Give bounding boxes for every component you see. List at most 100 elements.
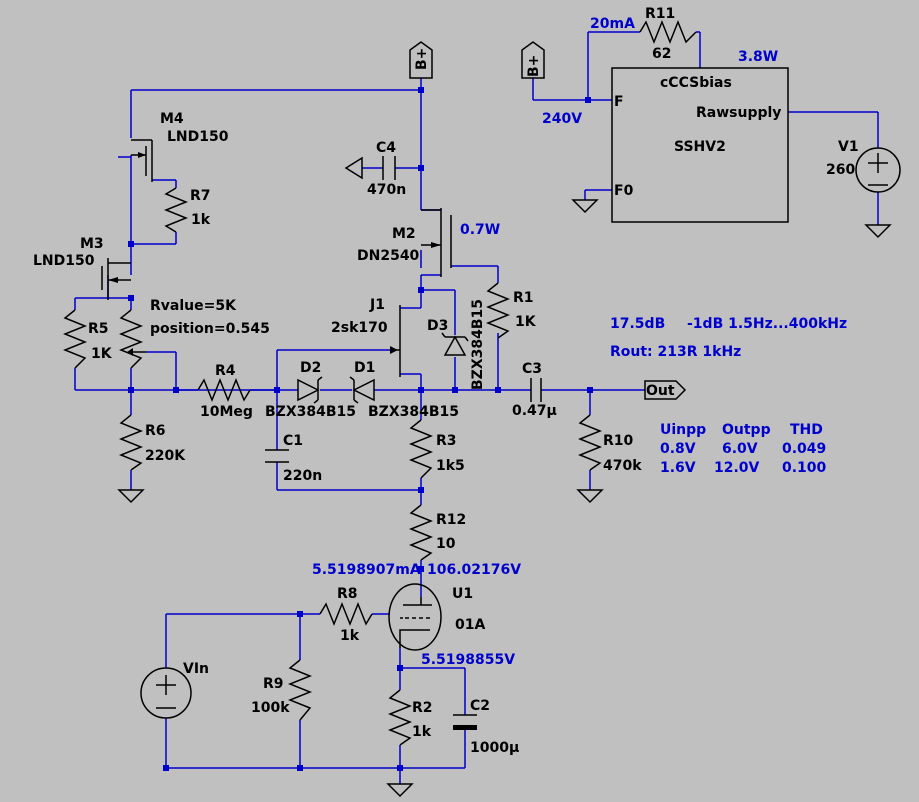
capacitor-c1 <box>265 449 289 463</box>
c2-value: 1000µ <box>470 740 519 756</box>
voltage-source-vin <box>140 667 192 719</box>
thd-row1-thd: 0.049 <box>782 441 826 457</box>
d3-type: BZX384B15 <box>470 299 486 390</box>
power-3-8w: 3.8W <box>738 49 778 65</box>
resistor-r12 <box>408 504 434 561</box>
thd-header-uinpp: Uinpp <box>660 422 706 438</box>
pot-rvalue: Rvalue=5K <box>150 298 237 314</box>
bplus-port-right: B+ <box>521 41 545 79</box>
pot-position: position=0.545 <box>150 321 270 337</box>
m2-name: M2 <box>392 226 416 242</box>
d2-name: D2 <box>300 360 321 376</box>
resistor-r4 <box>197 377 251 403</box>
thd-header-thd: THD <box>790 422 823 438</box>
mosfet-m2 <box>421 208 452 277</box>
r4-name: R4 <box>215 363 236 379</box>
zener-d3 <box>441 332 469 356</box>
triode-u1 <box>388 583 442 651</box>
r6-name: R6 <box>145 423 166 439</box>
r2-value: 1k <box>412 724 432 740</box>
r10-name: R10 <box>603 433 634 449</box>
d1-type: BZX384B15 <box>368 404 459 420</box>
resistor-r5 <box>62 309 88 369</box>
r7-value: 1k <box>191 212 211 228</box>
v1-value: 260 <box>826 162 855 178</box>
r1-name: R1 <box>513 290 534 306</box>
j1-type: 2sk170 <box>331 320 388 336</box>
u1-name: U1 <box>452 586 473 602</box>
c1-value: 220n <box>283 468 322 484</box>
r8-value: 1k <box>340 628 360 644</box>
c3-name: C3 <box>522 361 542 377</box>
r3-value: 1k5 <box>436 458 465 474</box>
r12-name: R12 <box>436 512 466 528</box>
m4-name: M4 <box>160 111 184 127</box>
m2-type: DN2540 <box>357 248 420 264</box>
sshv-top-label: cCCSbias <box>660 75 732 91</box>
current-20ma: 20mA <box>590 16 635 32</box>
r9-value: 100k <box>251 700 290 716</box>
mosfet-m4 <box>131 139 153 182</box>
r1-value: 1K <box>515 314 537 330</box>
r10-value: 470k <box>603 458 642 474</box>
r11-value: 62 <box>652 46 671 62</box>
resistor-r10 <box>577 414 603 471</box>
sshv-pin-f0: F0 <box>614 183 634 199</box>
gain-text: 17.5dB <box>610 316 665 332</box>
m2-power: 0.7W <box>460 222 500 238</box>
resistor-r1 <box>485 282 511 339</box>
voltage-source-v1 <box>855 147 901 193</box>
r5-value: 1K <box>91 346 113 362</box>
thd-row1-outpp: 6.0V <box>722 441 758 457</box>
r7-name: R7 <box>190 188 211 204</box>
out-port-label: Out <box>646 383 675 399</box>
d2-type: BZX384B15 <box>265 404 356 420</box>
zener-d2 <box>297 376 323 404</box>
r6-value: 220K <box>145 448 186 464</box>
thd-row2-thd: 0.100 <box>782 460 827 476</box>
r11-name: R11 <box>645 6 675 22</box>
mosfet-m3 <box>101 258 131 300</box>
resistor-r7 <box>163 187 189 233</box>
bplus-right-label: B+ <box>526 55 542 77</box>
capacitor-c4 <box>344 156 396 180</box>
resistor-r2 <box>387 689 413 746</box>
resistor-r3 <box>408 419 434 479</box>
r3-name: R3 <box>436 433 457 449</box>
tube-current: 5.5198907mA <box>312 562 421 578</box>
j1-name: J1 <box>369 297 385 313</box>
capacitor-c2 <box>453 714 477 730</box>
c2-name: C2 <box>470 698 490 714</box>
out-port: Out <box>644 380 687 400</box>
bandwidth-text: -1dB 1.5Hz...400kHz <box>687 316 847 332</box>
voltage-240v: 240V <box>542 111 582 127</box>
r9-name: R9 <box>263 676 284 692</box>
c4-name: C4 <box>376 140 396 156</box>
r4-value: 10Meg <box>200 404 253 420</box>
zener-d1 <box>349 376 375 404</box>
u1-type: 01A <box>455 617 485 633</box>
thd-row1-uinpp: 0.8V <box>660 441 696 457</box>
c4-value: 470n <box>367 182 406 198</box>
resistor-r11 <box>639 19 697 45</box>
thd-header-outpp: Outpp <box>722 422 771 438</box>
m4-type: LND150 <box>167 129 229 145</box>
sshv2-block <box>611 67 789 223</box>
capacitor-c3 <box>530 378 542 402</box>
r5-name: R5 <box>88 321 109 337</box>
potentiometer <box>118 309 146 369</box>
thd-row2-uinpp: 1.6V <box>660 460 696 476</box>
sshv-pin-f: F <box>614 94 624 110</box>
resistor-r6 <box>118 414 144 471</box>
bplus-port-top: B+ <box>409 41 433 79</box>
m3-name: M3 <box>80 236 104 252</box>
thd-table: Uinpp Outpp THD 0.8V 6.0V 0.049 1.6V 12.… <box>660 422 827 476</box>
plate-voltage: 106.02176V <box>427 562 521 578</box>
ground-symbols <box>117 199 892 798</box>
c1-name: C1 <box>283 433 303 449</box>
rout-text: Rout: 213R 1kHz <box>610 344 741 360</box>
v1-name: V1 <box>838 139 859 155</box>
cathode-voltage: 5.5198855V <box>421 652 515 668</box>
r8-name: R8 <box>337 586 358 602</box>
